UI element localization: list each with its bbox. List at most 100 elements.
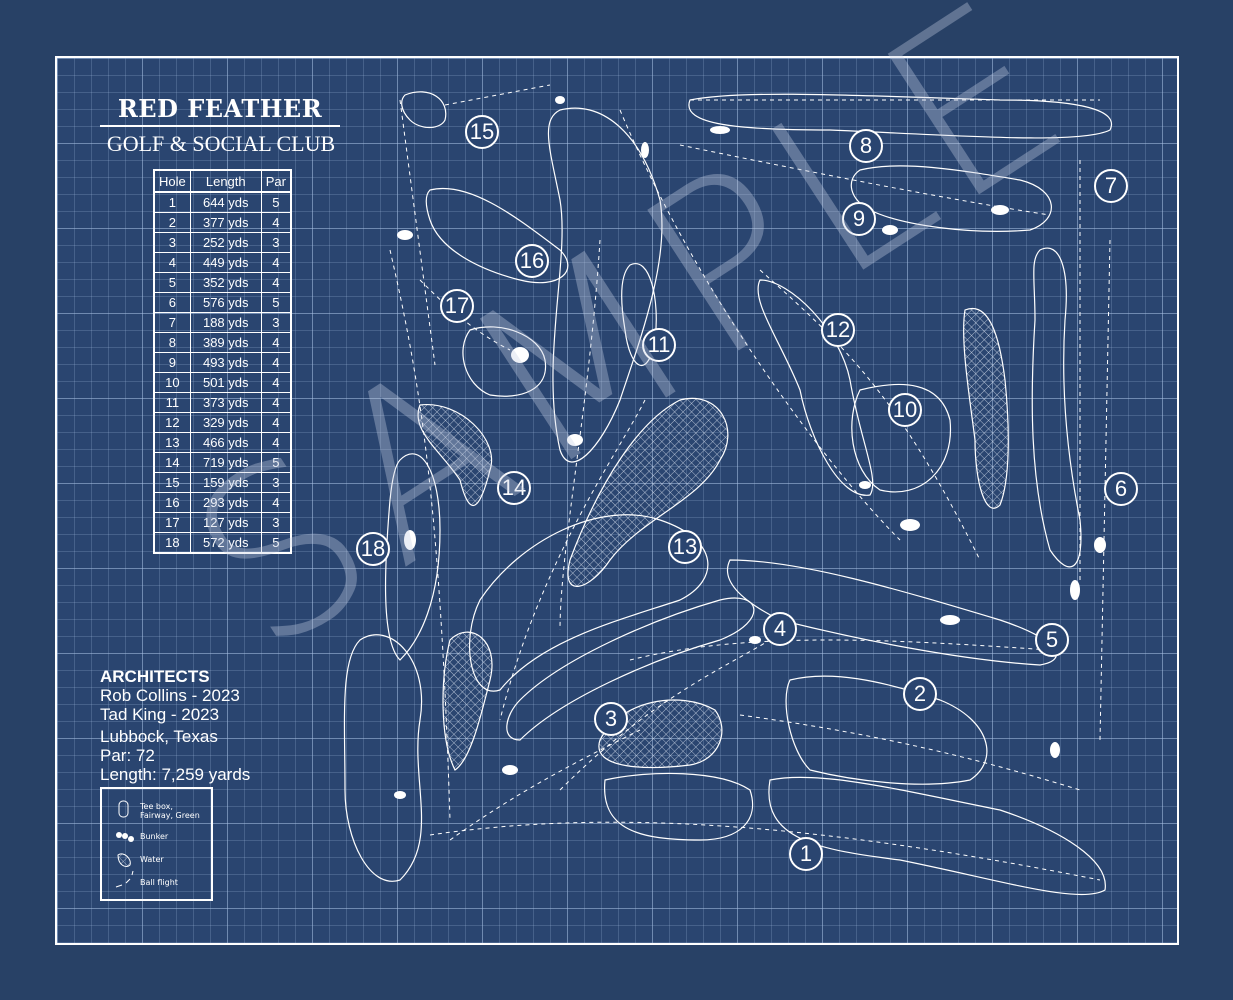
- cell-hole: 16: [154, 492, 191, 513]
- legend-icons: [115, 800, 134, 888]
- cell-par: 5: [261, 192, 291, 213]
- cell-par: 3: [261, 232, 291, 253]
- course-info: ARCHITECTS Rob Collins - 2023 Tad King -…: [100, 667, 250, 784]
- hole-marker-18: 18: [356, 532, 390, 566]
- cell-par: 4: [261, 332, 291, 353]
- cell-hole: 3: [154, 232, 191, 253]
- cell-par: 4: [261, 272, 291, 293]
- water-icon: [117, 853, 131, 868]
- cell-length: 373 yds: [189, 392, 262, 413]
- legend: Tee box, Fairway, Green Bunker Water Bal…: [100, 787, 213, 901]
- cell-hole: 15: [154, 472, 191, 493]
- hole-marker-1: 1: [789, 837, 823, 871]
- cell-length: 493 yds: [189, 352, 262, 373]
- cell-length: 377 yds: [189, 212, 262, 233]
- cell-hole: 18: [154, 532, 191, 554]
- header-par: Par: [261, 170, 291, 193]
- hole-marker-5: 5: [1035, 623, 1069, 657]
- header-hole: Hole: [154, 170, 191, 193]
- cell-par: 3: [261, 472, 291, 493]
- cell-hole: 17: [154, 512, 191, 533]
- location: Lubbock, Texas: [100, 727, 218, 746]
- hole-marker-12: 12: [821, 313, 855, 347]
- cell-hole: 6: [154, 292, 191, 313]
- cell-length: 576 yds: [189, 292, 262, 313]
- cell-par: 5: [261, 292, 291, 313]
- hole-marker-7: 7: [1094, 169, 1128, 203]
- cell-par: 4: [261, 432, 291, 453]
- bunker-icon: [116, 832, 134, 842]
- legend-flight: Ball flight: [140, 878, 178, 887]
- ball-flights: [389, 84, 1111, 881]
- hole-marker-14: 14: [497, 471, 531, 505]
- cell-par: 4: [261, 252, 291, 273]
- cell-length: 719 yds: [189, 452, 262, 473]
- cell-hole: 8: [154, 332, 191, 353]
- hole-marker-11: 11: [642, 328, 676, 362]
- cell-hole: 5: [154, 272, 191, 293]
- cell-hole: 11: [154, 392, 191, 413]
- cell-par: 4: [261, 212, 291, 233]
- cell-hole: 10: [154, 372, 191, 393]
- hole-marker-10: 10: [888, 393, 922, 427]
- cell-par: 4: [261, 352, 291, 373]
- cell-length: 501 yds: [189, 372, 262, 393]
- cell-length: 572 yds: [189, 532, 262, 554]
- hole-marker-16: 16: [515, 244, 549, 278]
- cell-hole: 1: [154, 192, 191, 213]
- cell-length: 127 yds: [189, 512, 262, 533]
- title-divider: [100, 125, 340, 127]
- cell-hole: 12: [154, 412, 191, 433]
- club-title: RED FEATHER: [117, 94, 323, 123]
- club-subtitle: GOLF & SOCIAL CLUB: [106, 131, 336, 156]
- cell-length: 466 yds: [189, 432, 262, 453]
- course-length: Length: 7,259 yards: [100, 765, 251, 784]
- course-par: Par: 72: [100, 746, 155, 765]
- hole-marker-8: 8: [849, 129, 883, 163]
- bunkers: [394, 96, 1106, 799]
- architects-heading: ARCHITECTS: [100, 667, 210, 686]
- ball-flight-icon: [115, 870, 134, 888]
- hole-marker-13: 13: [668, 530, 702, 564]
- cell-par: 4: [261, 492, 291, 513]
- cell-par: 4: [261, 392, 291, 413]
- cell-par: 4: [261, 372, 291, 393]
- legend-tee: Tee box, Fairway, Green: [140, 802, 200, 820]
- hole-marker-17: 17: [440, 289, 474, 323]
- hole-marker-4: 4: [763, 612, 797, 646]
- water-hazards: [417, 307, 1009, 771]
- cell-par: 4: [261, 412, 291, 433]
- hole-marker-2: 2: [903, 677, 937, 711]
- cell-hole: 7: [154, 312, 191, 333]
- cell-length: 644 yds: [189, 192, 262, 213]
- cell-hole: 13: [154, 432, 191, 453]
- cell-length: 389 yds: [189, 332, 262, 353]
- hole-marker-6: 6: [1104, 472, 1138, 506]
- cell-length: 293 yds: [189, 492, 262, 513]
- cell-length: 159 yds: [189, 472, 262, 493]
- hole-marker-3: 3: [594, 702, 628, 736]
- cell-hole: 14: [154, 452, 191, 473]
- header-length: Length: [189, 170, 262, 193]
- hole-marker-15: 15: [465, 115, 499, 149]
- cell-par: 3: [261, 312, 291, 333]
- architect-2: Tad King - 2023: [100, 705, 220, 724]
